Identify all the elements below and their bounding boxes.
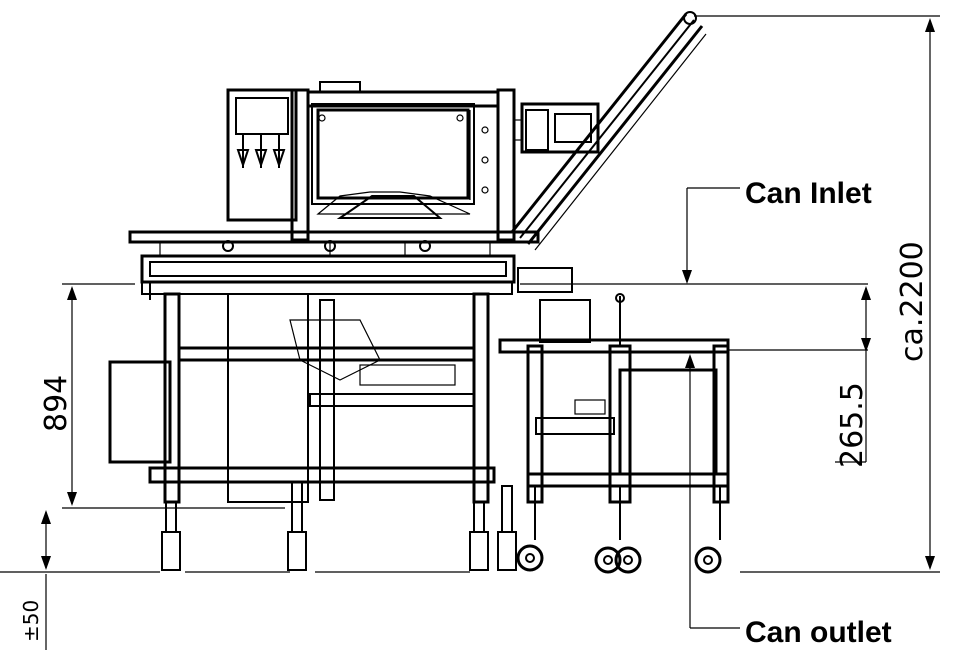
caster-1 [161, 501, 181, 571]
caster-2 [287, 481, 307, 571]
can-outlet-label: Can outlet [745, 616, 892, 649]
operator-panel [514, 102, 600, 154]
inlet-offset-dimension: 265.5 [520, 283, 871, 468]
wheel-1 [516, 486, 544, 572]
foot-adjust-label: ±50 [19, 600, 43, 642]
caster-3 [469, 501, 489, 571]
foot-adjust-dimension: ±50 [19, 510, 51, 650]
caster-4 [497, 485, 517, 571]
infeed-conveyor [510, 11, 940, 251]
inlet-offset-label: 265.5 [835, 382, 870, 468]
total-height-label: ca.2200 [895, 241, 930, 362]
base-frame [108, 292, 496, 504]
casters [161, 481, 722, 574]
table-height-dimension: 894 [39, 283, 285, 509]
can-inlet-label: Can Inlet [745, 177, 872, 210]
wheel-3 [694, 486, 722, 574]
can-outlet-callout: Can outlet [685, 354, 892, 649]
total-height-dimension: ca.2200 [895, 18, 935, 570]
discharge-table [498, 267, 730, 504]
upper-frame [226, 81, 516, 242]
can-inlet-callout: Can Inlet [682, 177, 872, 284]
wheel-2 [594, 486, 642, 574]
conveyor-deck [128, 230, 540, 300]
table-height-label: 894 [39, 375, 74, 432]
